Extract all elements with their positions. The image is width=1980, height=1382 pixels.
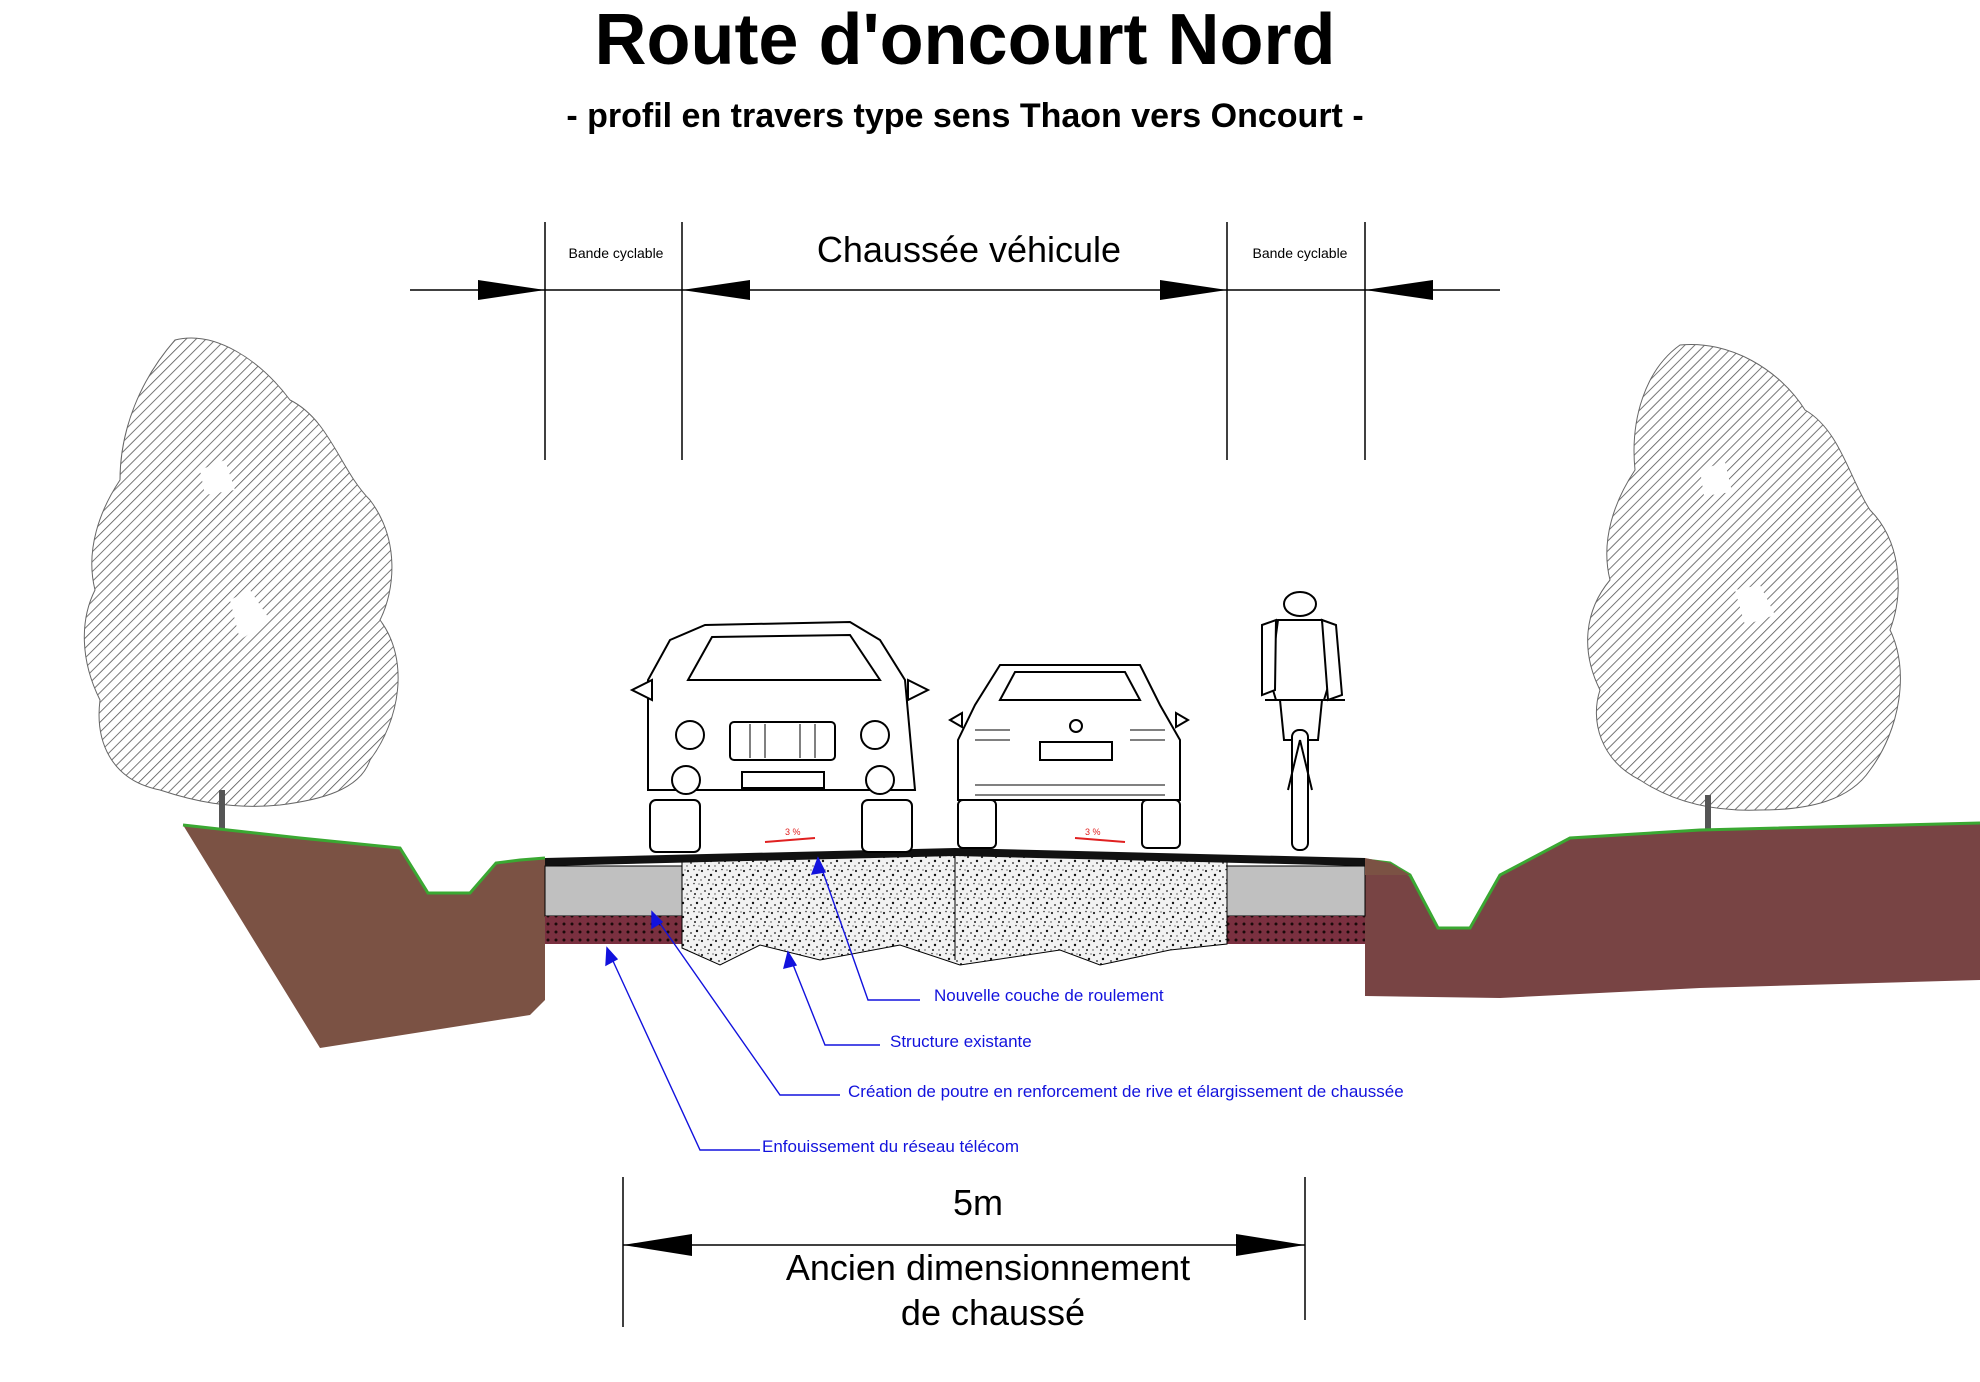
soil-right — [1365, 823, 1980, 998]
slope-mark-right — [1074, 837, 1126, 843]
label-chaussee-vehicule: Chaussée véhicule — [817, 229, 1121, 270]
beam-left — [544, 865, 683, 917]
arrow-left-icon — [623, 1234, 692, 1256]
telecom-left — [545, 916, 682, 944]
arrow-right-icon — [1160, 280, 1227, 300]
label-bande-cyclable-right: Bande cyclable — [1253, 245, 1348, 261]
top-dimension-line — [410, 222, 1500, 460]
road-structure — [544, 848, 1410, 966]
sedan-icon — [948, 664, 1190, 849]
grass-line-left — [182, 823, 546, 895]
slope-label-left: 3 % — [785, 827, 801, 837]
arrow-left-icon — [1365, 280, 1433, 300]
slope-label-right: 3 % — [1085, 827, 1101, 837]
callout-telecom: Enfouissement du réseau télécom — [762, 1137, 1019, 1156]
arrow-right-icon — [1236, 1234, 1305, 1256]
tree-icon — [83, 337, 399, 830]
bottom-dimension-line — [622, 1177, 1306, 1327]
telecom-right — [1227, 916, 1365, 944]
label-old-dimension-line2: de chaussé — [901, 1292, 1085, 1333]
label-old-dimension-line1: Ancien dimensionnement — [786, 1247, 1190, 1288]
beam-right — [1226, 865, 1366, 917]
slope-mark-left — [764, 837, 816, 843]
label-bande-cyclable-left: Bande cyclable — [569, 245, 664, 261]
page-title: Route d'oncourt Nord — [594, 0, 1335, 80]
callout-new-wearing-course: Nouvelle couche de roulement — [934, 986, 1164, 1005]
arrow-left-icon — [682, 280, 750, 300]
suv-icon — [629, 620, 931, 853]
page-subtitle: - profil en travers type sens Thaon vers… — [566, 97, 1363, 135]
soil-left — [183, 825, 545, 1048]
callout-leaders — [605, 856, 920, 1151]
arrow-right-icon — [478, 280, 545, 300]
callout-existing-structure: Structure existante — [890, 1032, 1032, 1051]
label-old-width: 5m — [953, 1182, 1003, 1223]
cyclist-icon — [1261, 591, 1345, 851]
new-wearing-course — [545, 848, 1365, 866]
tree-icon — [1587, 343, 1901, 836]
callout-beam-reinforcement: Création de poutre en renforcement de ri… — [848, 1082, 1404, 1101]
